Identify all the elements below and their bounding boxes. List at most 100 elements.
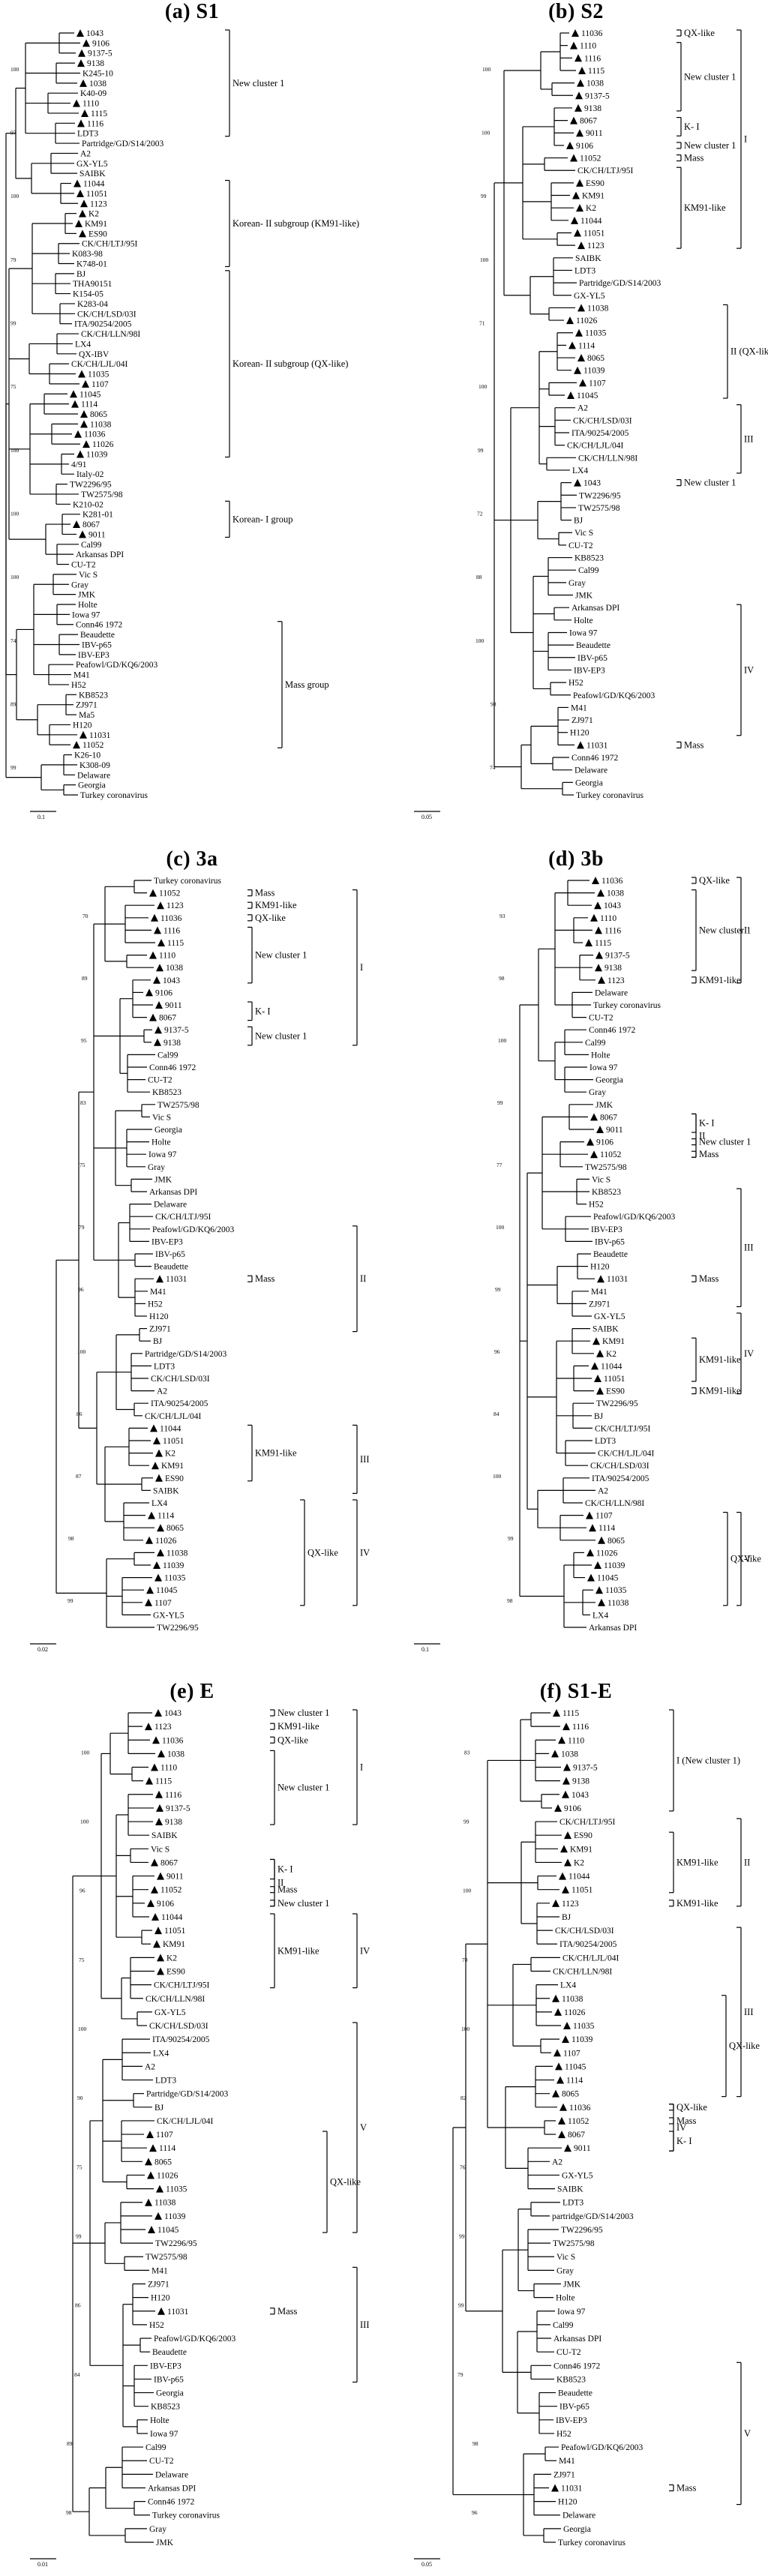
leaf-label: Vic S [556,2253,575,2262]
leaf-label: Iowa 97 [569,628,598,637]
isolate-triangle-icon [74,430,82,438]
leaf-label: H120 [570,729,590,738]
group-label: New cluster 1 [699,1137,751,1147]
leaf-label: LDT3 [562,2199,584,2208]
leaf-label: TW2296/95 [70,481,112,490]
leaf-label: Peafowl/GD/KQ6/2003 [593,1213,675,1222]
bootstrap-value: 75 [80,1162,86,1168]
leaf-label: 11036 [581,29,603,38]
leaf-label: ITA/90254/2005 [560,1940,617,1949]
leaf-label: 1110 [580,42,596,51]
isolate-triangle-icon [154,1927,162,1935]
leaf-label: K283-04 [77,300,108,309]
leaf-label: BJ [594,1412,604,1421]
bootstrap-value: 76 [460,2164,466,2170]
isolate-triangle-icon [555,2062,562,2071]
bootstrap-value: 89 [10,700,16,707]
bootstrap-value: 95 [81,1037,87,1044]
isolate-triangle-icon [577,741,584,749]
leaf-label: 11045 [565,2062,586,2071]
leaf-label: IBV-p65 [155,1250,185,1259]
leaf-label: 11035 [164,1574,186,1583]
bootstrap-value: 100 [482,66,491,73]
isolate-triangle-icon [589,1524,596,1532]
bootstrap-value: 99 [495,1286,501,1293]
leaf-label: CK/CH/LLN/98I [146,1995,205,2004]
leaf-label: M41 [571,703,587,712]
group-label: QX-like [278,1735,308,1745]
group-label: III [360,1454,370,1465]
leaf-label: LDT3 [595,1437,616,1446]
leaf-label: LX4 [152,1499,167,1508]
leaf-label: CK/CH/LJL/04I [567,442,624,451]
leaf-label: CK/CH/LJL/04I [598,1450,655,1459]
leaf-label: 11044 [601,1362,622,1371]
isolate-triangle-icon [82,39,90,47]
leaf-label: SAIBK [80,169,106,178]
leaf-label: TW2575/98 [146,2253,188,2262]
leaf-label: LDT3 [574,266,596,275]
group-label: V [744,1554,751,1564]
leaf-label: 11039 [164,2212,186,2221]
group-label: K- I [278,1864,292,1875]
leaf-label: 8067 [159,1014,176,1023]
leaf-label: 9138 [165,1818,182,1827]
panel-subtitle: 3a [196,847,218,871]
leaf-label: Conn46 1972 [589,1026,636,1035]
isolate-triangle-icon [153,1437,160,1444]
leaf-label: 11036 [160,914,182,923]
leaf-label: M41 [591,1288,608,1297]
leaf-label: 9138 [584,104,602,113]
leaf-label: 11051 [604,1375,626,1384]
leaf-label: 11051 [163,1437,184,1446]
leaf-label: H120 [558,2498,578,2507]
leaf-label: 1038 [586,79,604,88]
isolate-triangle-icon [596,951,603,959]
scale-label: 0.1 [422,1646,429,1653]
group-label: New cluster 1 [684,478,736,488]
leaf-label: IBV-EP3 [78,651,110,660]
leaf-label: 11044 [580,217,602,226]
leaf-label: CK/CH/LLN/98I [578,454,638,463]
leaf-label: CK/CH/LSD/03I [555,1927,614,1936]
leaf-label: IBV-p65 [82,640,112,649]
leaf-label: 11045 [597,1574,619,1583]
isolate-triangle-icon [76,29,84,37]
leaf-label: 11035 [88,370,110,379]
group-label: New cluster 1 [699,925,751,935]
isolate-triangle-icon [597,1275,604,1283]
isolate-triangle-icon [576,178,584,187]
isolate-triangle-icon [564,1858,572,1867]
group-label: Mass [684,739,704,750]
group-label: Mass [699,1273,719,1284]
leaf-label: 11026 [564,2008,586,2017]
leaf-label: KB8523 [79,691,108,700]
leaf-label: IBV-p65 [560,2403,590,2412]
leaf-label: 1038 [167,1750,184,1759]
leaf-label: 1043 [86,29,104,38]
leaf-label: CK/CH/LJL/04I [562,1954,620,1963]
leaf-label: 11052 [600,1150,622,1159]
panel-title: (e) E [0,1680,384,1704]
leaf-label: 11052 [159,889,181,898]
bootstrap-value: 83 [464,1749,470,1756]
leaf-label: Arkansas DPI [149,1188,197,1197]
leaf-label: 8065 [154,2158,172,2167]
leaf-label: 9138 [164,1039,181,1048]
group-label: QX-like [699,875,730,886]
isolate-triangle-icon [554,2049,561,2057]
isolate-triangle-icon [562,1885,569,1894]
leaf-label: 4/91 [71,460,87,469]
isolate-triangle-icon [595,964,602,972]
panel-subtitle: S2 [580,0,604,23]
leaf-label: 11031 [586,741,608,750]
isolate-triangle-icon [79,209,86,217]
isolate-triangle-icon [155,1449,163,1457]
leaf-label: CK/CH/LTJ/95I [560,1818,616,1827]
isolate-triangle-icon [564,1831,572,1840]
isolate-triangle-icon [70,390,77,398]
isolate-triangle-icon [570,41,578,49]
leaf-label: CU-T2 [568,541,593,550]
leaf-label: 1116 [572,1723,589,1732]
